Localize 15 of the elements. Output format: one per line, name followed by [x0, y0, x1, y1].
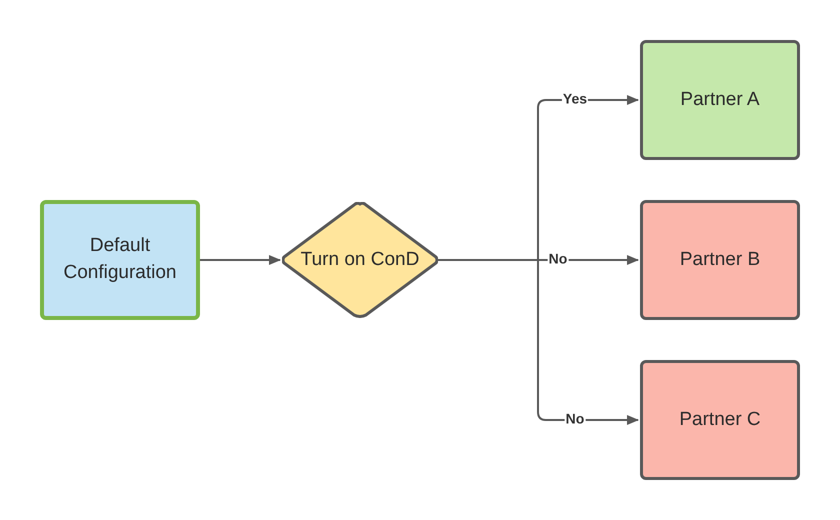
- edge-label: No: [564, 411, 586, 427]
- arrow: [200, 255, 281, 265]
- node-label: Partner C: [678, 408, 762, 432]
- node-label: Turn on ConD: [300, 248, 420, 272]
- process-box: [40, 200, 200, 320]
- node-label: Partner A: [679, 88, 761, 112]
- edge-label: No: [548, 251, 568, 267]
- node-label: Partner B: [678, 248, 762, 272]
- arrow: [438, 259, 639, 425]
- process-box: [640, 360, 800, 480]
- node-label: Default Configuration: [62, 234, 178, 285]
- process-box: [640, 40, 800, 160]
- process-box: [640, 200, 800, 320]
- edge-label: Yes: [562, 91, 588, 107]
- decision-diamond: [282, 202, 438, 318]
